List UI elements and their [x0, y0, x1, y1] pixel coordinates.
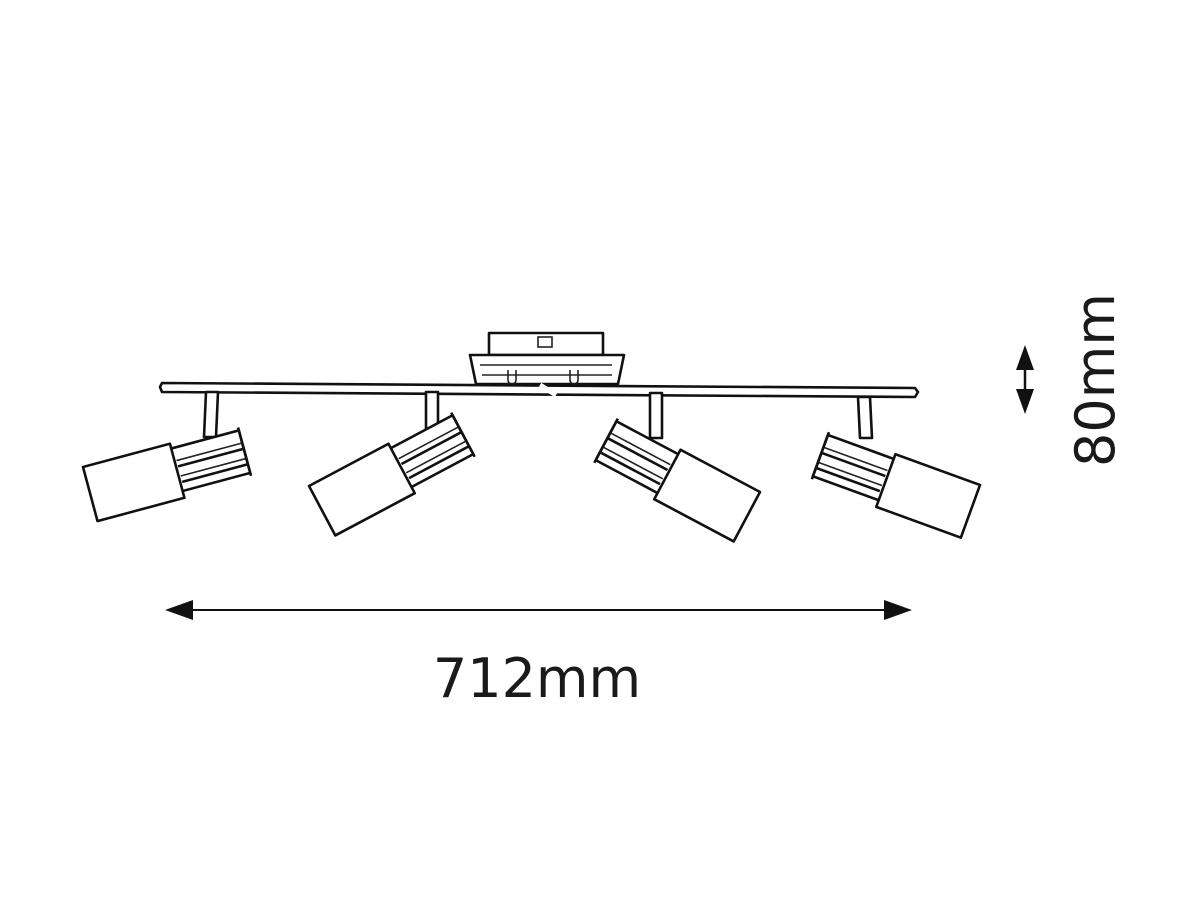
spotlight-arms	[202, 390, 874, 440]
mounting-bar	[158, 381, 920, 399]
width-dimension-arrow	[165, 600, 912, 620]
spotlight-1	[81, 424, 254, 523]
height-label: 80mm	[1064, 293, 1127, 467]
spotlight-3	[591, 415, 762, 543]
width-label: 712mm	[433, 647, 641, 710]
spotlight-2	[307, 409, 478, 537]
height-dimension-arrow	[1016, 345, 1034, 414]
spotlight-4	[809, 428, 982, 539]
ceiling-canopy	[468, 331, 626, 386]
